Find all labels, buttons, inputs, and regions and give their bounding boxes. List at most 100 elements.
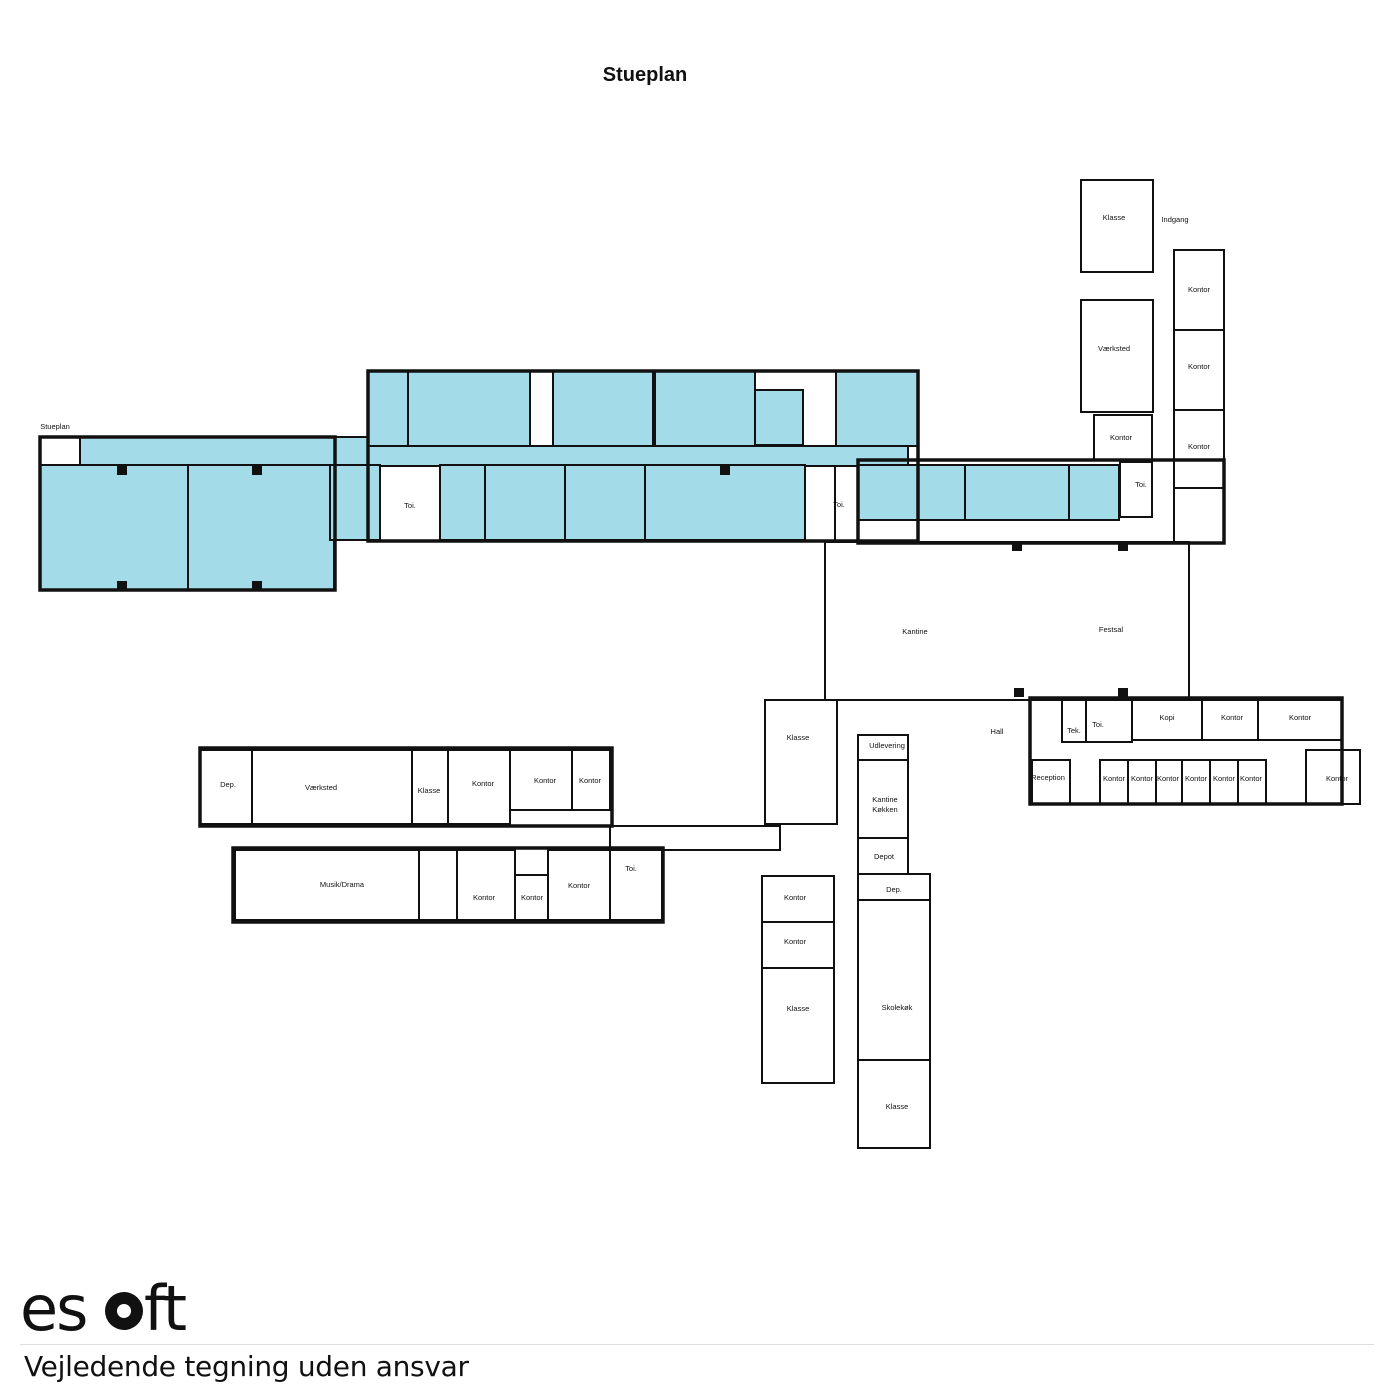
room-label: Kontor — [1185, 774, 1208, 783]
room-label: Klasse — [787, 1004, 810, 1013]
room-label: Kontor — [1131, 774, 1154, 783]
column — [252, 466, 262, 475]
room-outline — [761, 967, 835, 1084]
room-label: Værksted — [1098, 344, 1130, 353]
exterior-wall — [366, 369, 920, 543]
highlighted-room — [964, 464, 1070, 521]
disclaimer: Vejledende tegning uden ansvar — [24, 1350, 469, 1383]
room-outline — [824, 541, 1190, 701]
room-outline — [804, 465, 836, 542]
highlighted-room — [484, 464, 566, 541]
room-outline — [857, 899, 931, 1061]
room-outline — [1080, 299, 1154, 413]
room-outline — [1237, 759, 1267, 805]
room-label: Toi. — [833, 500, 845, 509]
room-label: Indgang — [1161, 215, 1188, 224]
room-outline — [1131, 699, 1203, 741]
room-outline — [1173, 249, 1225, 331]
exterior-wall — [198, 746, 614, 828]
highlighted-room — [552, 370, 654, 447]
esoft-logo: es ft — [20, 1278, 188, 1338]
highlighted-room — [654, 370, 756, 447]
room-label: Kontor — [1188, 362, 1211, 371]
room-label: Hall — [991, 727, 1004, 736]
room-label: Depot — [874, 852, 895, 861]
room-label: Kontor — [784, 937, 807, 946]
room-label: Kontor — [1110, 433, 1133, 442]
room-label: Kontor — [1213, 774, 1236, 783]
highlighted-room — [564, 464, 646, 541]
column — [252, 581, 262, 590]
highlighted-room — [367, 445, 909, 467]
room-label: Musik/Drama — [320, 880, 365, 889]
room-outline — [1085, 699, 1133, 743]
room-label: Toi. — [1135, 480, 1147, 489]
room-outline — [234, 849, 420, 921]
room-outline — [857, 734, 909, 761]
column — [117, 466, 127, 475]
highlighted-room — [407, 370, 531, 447]
room-label: Klasse — [886, 1102, 909, 1111]
room-label: Kontor — [534, 776, 557, 785]
highlighted-room — [79, 436, 369, 466]
room-outline — [1201, 699, 1259, 741]
room-label: Reception — [1031, 773, 1065, 782]
exterior-wall — [38, 435, 337, 592]
room-outline — [514, 874, 549, 921]
room-outline — [251, 749, 413, 825]
room-outline — [547, 849, 611, 921]
room-outline — [857, 1059, 931, 1149]
highlighted-room — [367, 370, 409, 447]
room-outline — [764, 699, 838, 825]
svg-text:es: es — [20, 1278, 86, 1338]
room-outline — [1093, 414, 1153, 461]
highlighted-room — [835, 370, 919, 447]
highlighted-room — [754, 389, 804, 446]
highlighted-room — [857, 464, 966, 521]
room-label: Kantine — [872, 795, 897, 804]
page-title: Stueplan — [602, 64, 688, 86]
room-label: Toi. — [625, 864, 637, 873]
room-label: Køkken — [872, 805, 897, 814]
room-outline — [418, 849, 458, 921]
room-label: Klasse — [418, 786, 441, 795]
highlighted-room — [439, 464, 486, 541]
room-outline — [1305, 749, 1361, 805]
room-label: Skolekøk — [882, 1003, 913, 1012]
room-label: Festsal — [1099, 625, 1124, 634]
room-label: Kontor — [1221, 713, 1244, 722]
column — [1012, 542, 1022, 551]
column — [1014, 688, 1024, 697]
room-outline — [447, 749, 511, 825]
highlighted-room — [329, 464, 381, 541]
room-outline — [1031, 759, 1071, 805]
room-label: Toi. — [1092, 720, 1104, 729]
room-label: Kontor — [1157, 774, 1180, 783]
exterior-wall — [1028, 696, 1344, 806]
highlighted-room — [187, 464, 335, 591]
room-outline — [609, 825, 781, 851]
room-label: Toi. — [404, 501, 416, 510]
room-label: Kontor — [1240, 774, 1263, 783]
columns — [117, 466, 1128, 697]
room-label: Værksted — [305, 783, 337, 792]
room-label: Kontor — [1289, 713, 1312, 722]
room-label: Kontor — [521, 893, 544, 902]
floor-label: Stueplan — [40, 422, 70, 431]
column — [117, 581, 127, 590]
divider — [20, 1344, 1374, 1345]
room-label: Kontor — [1188, 442, 1211, 451]
highlighted-room — [39, 464, 189, 591]
room-outline — [571, 749, 611, 811]
room-label: Kontor — [568, 881, 591, 890]
room-label: Kontor — [472, 779, 495, 788]
room-label: Kantine — [902, 627, 927, 636]
column — [1118, 542, 1128, 551]
room-outline — [1080, 179, 1154, 273]
room-outline — [1173, 487, 1225, 544]
room-label: Klasse — [1103, 213, 1126, 222]
room-outline — [857, 873, 931, 901]
room-label: Kontor — [784, 893, 807, 902]
